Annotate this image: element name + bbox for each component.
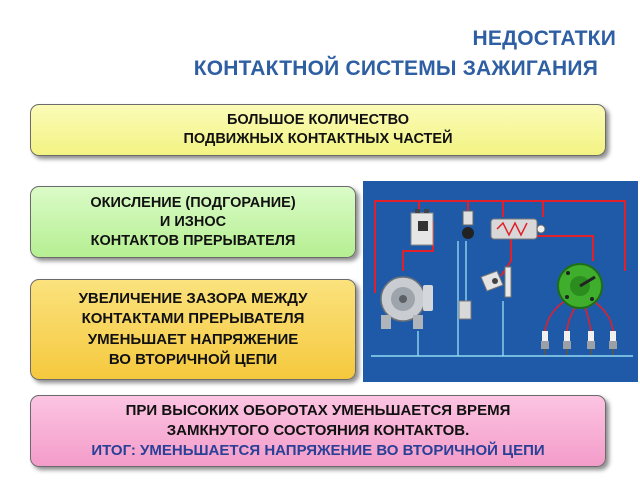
breaker-icon	[458, 266, 512, 320]
ignition-system-diagram	[363, 181, 638, 382]
box-text-line: ВО ВТОРИЧНОЙ ЦЕПИ	[108, 351, 278, 368]
low-voltage-wires	[371, 241, 633, 357]
box-text-line: ПОДВИЖНЫХ КОНТАКТНЫХ ЧАСТЕЙ	[183, 131, 453, 147]
ignition-switch-icon	[462, 210, 474, 239]
generator-icon	[380, 276, 433, 329]
box-text-line: УВЕЛИЧЕНИЕ ЗАЗОРА МЕЖДУ	[78, 289, 308, 307]
box-text-line: БОЛЬШОЕ КОЛИЧЕСТВО	[226, 112, 410, 128]
oxidation-box: ОКИСЛЕНИЕ (ПОДГОРАНИЕ) И ИЗНОС КОНТАКТОВ…	[30, 186, 356, 258]
distributor-icon	[557, 263, 603, 309]
box-text-line: УМЕНЬШАЕТ НАПРЯЖЕНИЕ	[87, 330, 299, 348]
battery-icon	[410, 209, 434, 246]
box-text-line: ОКИСЛЕНИЕ (ПОДГОРАНИЕ)	[90, 194, 296, 211]
box-text-line: КОНТАКТАМИ ПРЕРЫВАТЕЛЯ	[81, 310, 305, 327]
box-text-line: ЗАМКНУТОГО СОСТОЯНИЯ КОНТАКТОВ.	[166, 422, 470, 439]
primary-circuit-wires	[374, 200, 626, 293]
summary-line: ИТОГ: УМЕНЬШАЕТСЯ НАПРЯЖЕНИЕ ВО ВТОРИЧНО…	[91, 442, 545, 459]
title-line-2: КОНТАКТНОЙ СИСТЕМЫ ЗАЖИГАНИЯ	[193, 57, 598, 80]
high-rpm-box: ПРИ ВЫСОКИХ ОБОРОТАХ УМЕНЬШАЕТСЯ ВРЕМЯ З…	[30, 395, 606, 467]
moving-parts-box: БОЛЬШОЕ КОЛИЧЕСТВО ПОДВИЖНЫХ КОНТАКТНЫХ …	[30, 104, 606, 156]
spark-plug-icon	[541, 331, 617, 355]
title-line-1: НЕДОСТАТКИ	[472, 27, 616, 50]
box-text-line: КОНТАКТОВ ПРЕРЫВАТЕЛЯ	[90, 232, 296, 249]
ignition-coil-icon	[490, 218, 546, 240]
page-title: НЕДОСТАТКИ КОНТАКТНОЙ СИСТЕМЫ ЗАЖИГАНИЯ	[60, 24, 616, 84]
box-text-line: ПРИ ВЫСОКИХ ОБОРОТАХ УМЕНЬШАЕТСЯ ВРЕМЯ	[125, 402, 511, 419]
box-text-line: И ИЗНОС	[159, 213, 227, 230]
gap-increase-box: УВЕЛИЧЕНИЕ ЗАЗОРА МЕЖДУ КОНТАКТАМИ ПРЕРЫ…	[30, 279, 356, 380]
